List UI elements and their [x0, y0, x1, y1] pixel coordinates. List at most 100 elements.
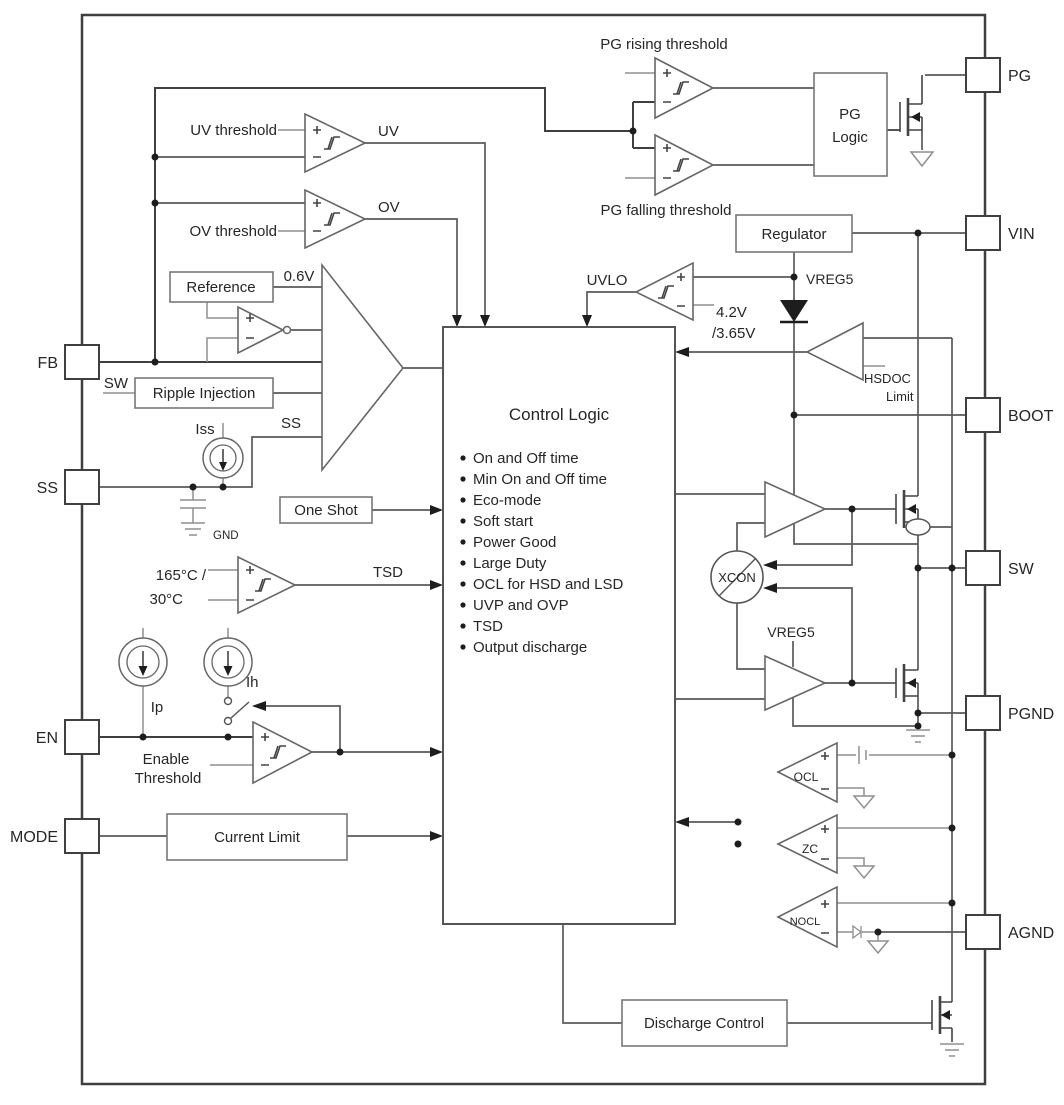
ih-label: Ih	[246, 674, 259, 691]
ip-current-source	[118, 637, 168, 687]
error-opamp	[237, 305, 292, 355]
pin-vin-label: VIN	[1008, 226, 1035, 243]
ov-threshold-label: OV threshold	[189, 223, 277, 240]
discharge-control-label: Discharge Control	[644, 1015, 764, 1032]
pg-rising-threshold-label: PG rising threshold	[600, 36, 728, 53]
pin-fb	[64, 344, 100, 380]
cl-item-4: Power Good	[473, 534, 556, 551]
ov-signal-label: OV	[378, 199, 400, 216]
pin-vin	[965, 215, 1001, 251]
uvlo-level-label-1: 4.2V	[716, 304, 747, 321]
discharge-control-block: Discharge Control	[621, 999, 788, 1047]
junction-dots	[139, 127, 956, 936]
uvlo-comparator	[634, 261, 694, 322]
current-limit-block: Current Limit	[166, 813, 348, 861]
cl-item-0: On and Off time	[473, 450, 579, 467]
pins-right: PG VIN BOOT SW PGND AGND	[965, 57, 1054, 950]
cl-item-5: Large Duty	[473, 555, 547, 572]
pg-logic-block: PG Logic	[813, 72, 888, 177]
xcon-block	[710, 550, 764, 604]
discharge-mosfet	[931, 996, 953, 1042]
cl-item-2: Eco-mode	[473, 492, 541, 509]
cl-item-9: Output discharge	[473, 639, 587, 656]
pin-ss	[64, 469, 100, 505]
pin-sw-label: SW	[1008, 561, 1035, 578]
zc-comparator	[776, 813, 838, 875]
gnd-label: GND	[213, 530, 239, 542]
cl-item-8: TSD	[473, 618, 503, 635]
arrowheads	[252, 315, 777, 841]
pin-agnd	[965, 914, 1001, 950]
tsd-comparator	[237, 555, 297, 615]
nocl-label: NOCL	[790, 916, 821, 928]
pin-en-label: EN	[36, 730, 58, 747]
uv-threshold-label: UV threshold	[190, 122, 277, 139]
enable-threshold-label-1: Enable	[143, 751, 190, 768]
pin-boot-label: BOOT	[1008, 408, 1054, 425]
control-logic-bullets: On and Off time Min On and Off time Eco-…	[460, 450, 624, 656]
enable-threshold-label-2: Threshold	[135, 770, 202, 787]
vreg5-label-lsd: VREG5	[767, 624, 815, 640]
hsdoc-limit-amp	[805, 321, 864, 382]
tsd-signal-label: TSD	[373, 564, 403, 581]
pin-fb-label: FB	[38, 355, 58, 372]
pg-logic-label-2: Logic	[832, 129, 868, 146]
sw-input-label: SW	[104, 375, 129, 392]
current-limit-label: Current Limit	[214, 829, 301, 846]
main-comparator	[321, 262, 405, 473]
cl-item-3: Soft start	[473, 513, 534, 530]
pin-en	[64, 719, 100, 755]
uv-comparator	[304, 112, 367, 174]
tsd-temp-label-1: 165°C /	[156, 567, 207, 584]
zc-label: ZC	[802, 842, 818, 856]
ocl-label: OCL	[794, 770, 819, 784]
pin-boot	[965, 397, 1001, 433]
pin-sw	[965, 550, 1001, 586]
pin-pg	[965, 57, 1001, 93]
pg-falling-comparator	[654, 133, 715, 197]
hs-gate-driver	[764, 480, 827, 539]
pin-pgnd	[965, 695, 1001, 731]
ground-symbols	[181, 151, 964, 1057]
vref-label: 0.6V	[284, 268, 315, 285]
chip-boundary	[80, 13, 987, 1086]
ih-current-source	[203, 637, 253, 687]
ocl-comparator	[776, 741, 838, 804]
ls-mosfet	[895, 664, 918, 702]
wires-main	[99, 74, 966, 1024]
one-shot-block: One Shot	[279, 496, 373, 524]
ripple-injection-label: Ripple Injection	[153, 385, 256, 402]
hsdoc-label-2: Limit	[886, 389, 914, 404]
cl-item-6: OCL for HSD and LSD	[473, 576, 624, 593]
uv-signal-label: UV	[378, 123, 399, 140]
ss-net-label: SS	[281, 415, 301, 432]
cl-item-1: Min On and Off time	[473, 471, 607, 488]
one-shot-label: One Shot	[294, 502, 358, 519]
uvlo-level-label-2: /3.65V	[712, 325, 755, 342]
pg-rising-comparator	[654, 56, 715, 120]
control-logic-title: Control Logic	[509, 405, 610, 424]
net-labels: UV threshold OV threshold UV OV 0.6V SW …	[104, 36, 914, 928]
iss-label: Iss	[195, 421, 214, 438]
pin-pg-label: PG	[1008, 68, 1031, 85]
xcon-label: XCON	[718, 570, 756, 585]
tsd-temp-label-2: 30°C	[149, 591, 183, 608]
pg-logic-label-1: PG	[839, 106, 861, 123]
iss-current-source	[202, 437, 244, 479]
pg-falling-threshold-label: PG falling threshold	[601, 202, 732, 219]
control-logic-block: Control Logic On and Off time Min On and…	[442, 326, 676, 925]
uvlo-label: UVLO	[587, 272, 628, 289]
ls-gate-driver	[764, 654, 827, 712]
hsdoc-label-1: HSDOC	[864, 371, 911, 386]
reference-label: Reference	[186, 279, 255, 296]
nocl-comparator	[776, 885, 838, 949]
regulator-label: Regulator	[761, 226, 826, 243]
enable-switch	[223, 696, 250, 726]
pg-mosfet	[887, 75, 923, 136]
pins-left: FB SS EN MODE	[10, 344, 100, 854]
hs-current-sense	[905, 518, 931, 536]
pin-agnd-label: AGND	[1008, 925, 1054, 942]
ip-label: Ip	[151, 699, 164, 716]
vreg5-label-top: VREG5	[806, 271, 854, 287]
